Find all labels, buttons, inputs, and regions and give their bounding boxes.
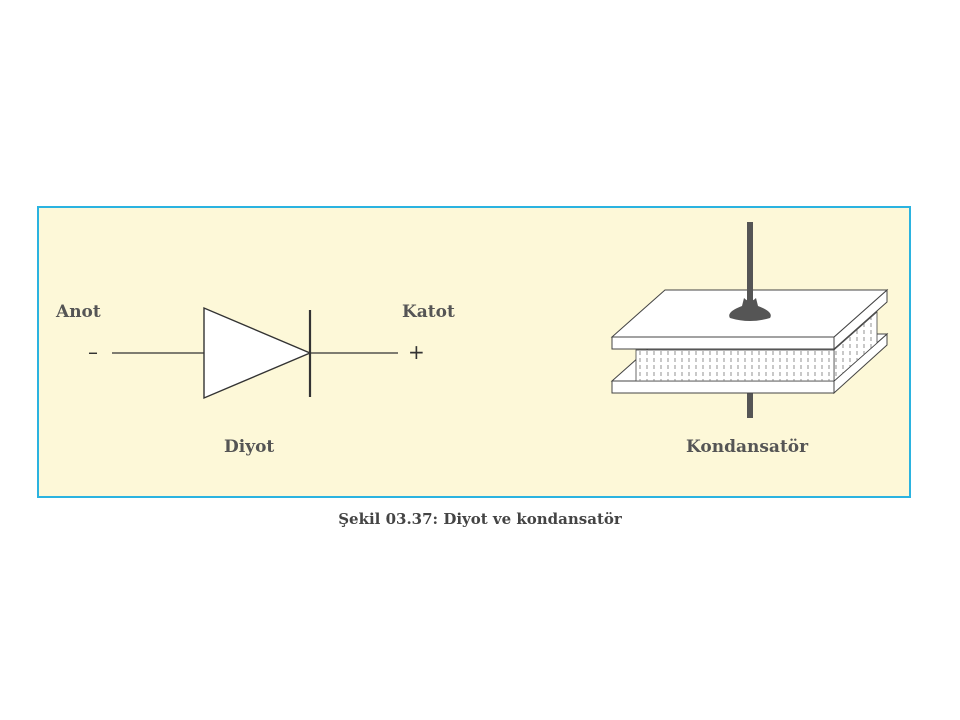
capacitor-drawing — [610, 222, 889, 418]
capacitor-dielectric-side-hatch — [834, 312, 877, 381]
cathode-label: Katot — [402, 302, 455, 322]
diode-triangle — [203, 306, 312, 400]
capacitor-bottom-terminal — [747, 390, 753, 418]
cathode-plus-sign: + — [408, 340, 425, 364]
anode-label: Anot — [56, 302, 101, 322]
capacitor-name-label: Kondansatör — [686, 437, 809, 457]
capacitor-bottom-plate-front — [611, 380, 835, 394]
diode-symbol — [112, 306, 398, 400]
capacitor-top-terminal — [747, 222, 753, 310]
capacitor-terminal-solder — [729, 298, 771, 321]
capacitor-dielectric-front-hatch — [636, 350, 834, 381]
capacitor-top-plate-front — [611, 336, 835, 350]
diode-name-label: Diyot — [224, 437, 275, 457]
figure-caption: Şekil 03.37: Diyot ve kondansatör — [338, 510, 622, 528]
anode-minus-sign: – — [88, 340, 98, 364]
